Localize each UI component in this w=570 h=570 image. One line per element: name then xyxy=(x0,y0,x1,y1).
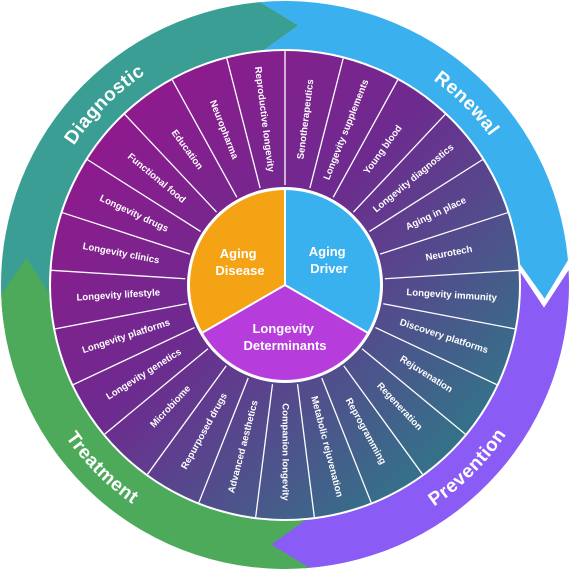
segment-divider xyxy=(309,58,344,189)
segment-divider xyxy=(62,212,191,255)
segment-divider xyxy=(87,159,201,232)
core-divider xyxy=(202,284,286,334)
segment-divider xyxy=(171,79,238,198)
aging-disease-sector xyxy=(190,190,285,333)
treatment-arc xyxy=(1,257,310,570)
segment-divider xyxy=(384,269,519,280)
segment-divider xyxy=(343,365,424,475)
segment-divider xyxy=(383,303,515,330)
segment-divider xyxy=(55,303,187,330)
renewal-arc xyxy=(260,0,568,299)
prevention-arc xyxy=(266,270,569,569)
segment-divider xyxy=(198,377,249,503)
segment-label: Longevity lifestyle xyxy=(76,287,160,303)
segment-label: Companion longevity xyxy=(279,403,290,501)
segment-divider xyxy=(332,79,399,198)
segment-divider xyxy=(255,384,274,518)
segment-divider xyxy=(51,269,186,280)
aging-driver-sector xyxy=(285,190,380,333)
segment-divider xyxy=(124,113,218,213)
segment-divider xyxy=(146,365,227,475)
longevity-determinants-sector xyxy=(202,285,368,380)
core-dividers xyxy=(202,190,368,334)
segment-divider xyxy=(361,348,466,435)
segment-divider xyxy=(375,326,498,386)
longevity-determinants-label: Longevity Determinants xyxy=(243,321,326,353)
segment-divider xyxy=(352,113,446,213)
segment-divider xyxy=(72,326,195,386)
segment-divider xyxy=(321,377,372,503)
segment-divider xyxy=(226,58,261,189)
segment-divider xyxy=(369,159,483,232)
segment-divider xyxy=(379,212,508,255)
aging-disease-label: Aging Disease xyxy=(215,246,264,278)
aging-driver-label: Aging Driver xyxy=(309,244,349,276)
segment-divider xyxy=(296,384,315,518)
segment-divider xyxy=(104,348,209,435)
core-divider xyxy=(284,284,368,334)
